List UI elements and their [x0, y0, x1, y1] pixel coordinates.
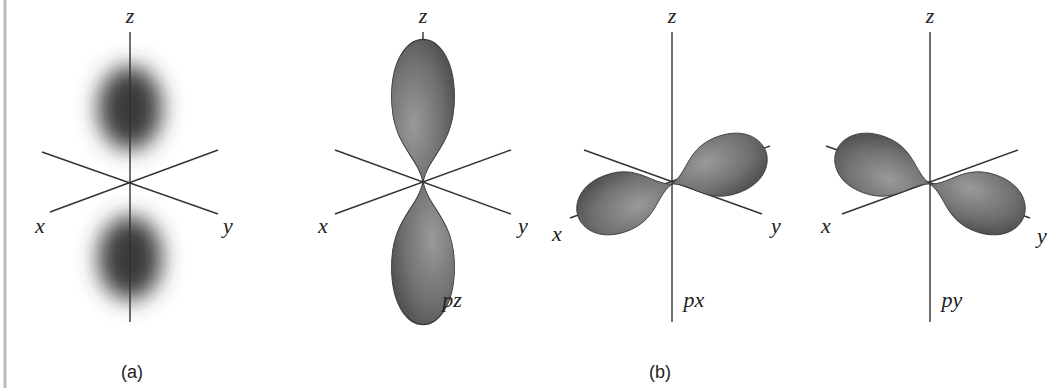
- panel-caption: (b): [649, 363, 671, 381]
- axis-label: y: [771, 215, 781, 237]
- pz-orbital-lobes: [392, 39, 455, 324]
- axis-label: y: [223, 215, 233, 237]
- axis-label: y: [518, 215, 528, 237]
- axis-label: z: [668, 5, 677, 27]
- axis-label: x: [318, 215, 328, 237]
- axis-label: x: [552, 223, 562, 245]
- orbital-name: px: [684, 289, 705, 311]
- px-orbital-lobes: [568, 123, 775, 244]
- panel-caption: (a): [121, 363, 143, 381]
- orbital-name: pz: [442, 289, 462, 311]
- axis-label: z: [419, 5, 428, 27]
- axis-label: x: [35, 215, 45, 237]
- axis-label: y: [1037, 225, 1047, 247]
- py-orbital-lobes: [826, 123, 1033, 244]
- orbital-name: py: [942, 289, 963, 311]
- axis-label: z: [126, 5, 135, 27]
- axes: [42, 32, 218, 322]
- axis-label: z: [926, 5, 935, 27]
- axis-label: x: [821, 215, 831, 237]
- frame-edge: [4, 0, 7, 388]
